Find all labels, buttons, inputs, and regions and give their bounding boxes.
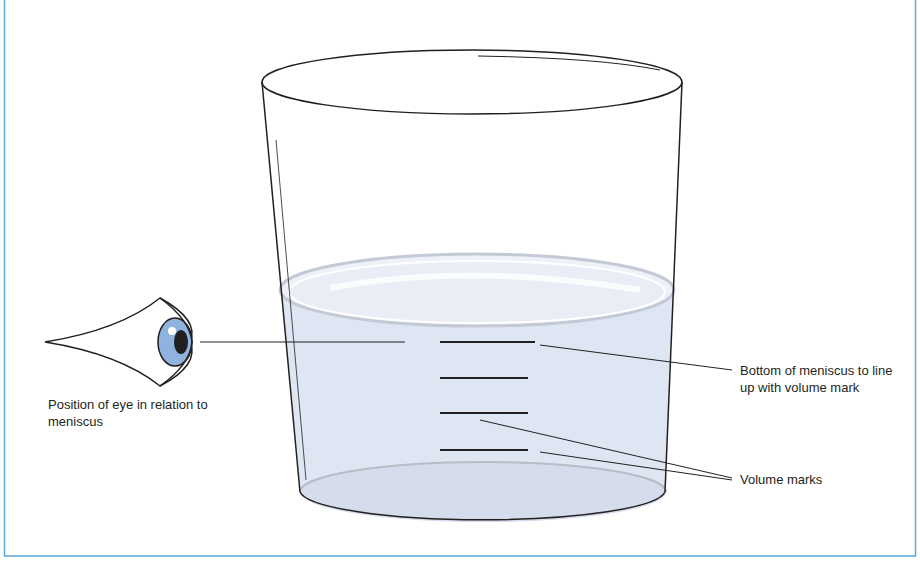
- cup-bottom: [300, 492, 665, 520]
- volume-mark: [440, 449, 528, 451]
- volume-mark: [440, 377, 528, 379]
- meniscus-label: Bottom of meniscus to line up with volum…: [740, 362, 905, 396]
- leader-line: [540, 345, 732, 370]
- eye-symbol: [45, 298, 192, 386]
- rim-highlight: [478, 56, 660, 70]
- volume-mark: [440, 412, 528, 414]
- cup-bottom-back: [300, 462, 666, 492]
- volume-mark: [440, 341, 535, 343]
- cup-rim: [262, 50, 682, 114]
- eye-position-label: Position of eye in relation to meniscus: [48, 396, 228, 430]
- meniscus-inner: [289, 261, 665, 323]
- volume-marks-label: Volume marks: [740, 471, 905, 488]
- meniscus-surface: [280, 254, 674, 326]
- leader-line: [480, 420, 732, 478]
- glass-highlight: [276, 140, 306, 480]
- cup-side: [665, 82, 682, 492]
- sight-line: [200, 341, 405, 342]
- leader-line: [540, 452, 732, 480]
- meniscus-highlight: [330, 275, 640, 290]
- frame: [5, 0, 916, 556]
- liquid-bottom: [300, 462, 666, 522]
- cup-side: [262, 82, 300, 492]
